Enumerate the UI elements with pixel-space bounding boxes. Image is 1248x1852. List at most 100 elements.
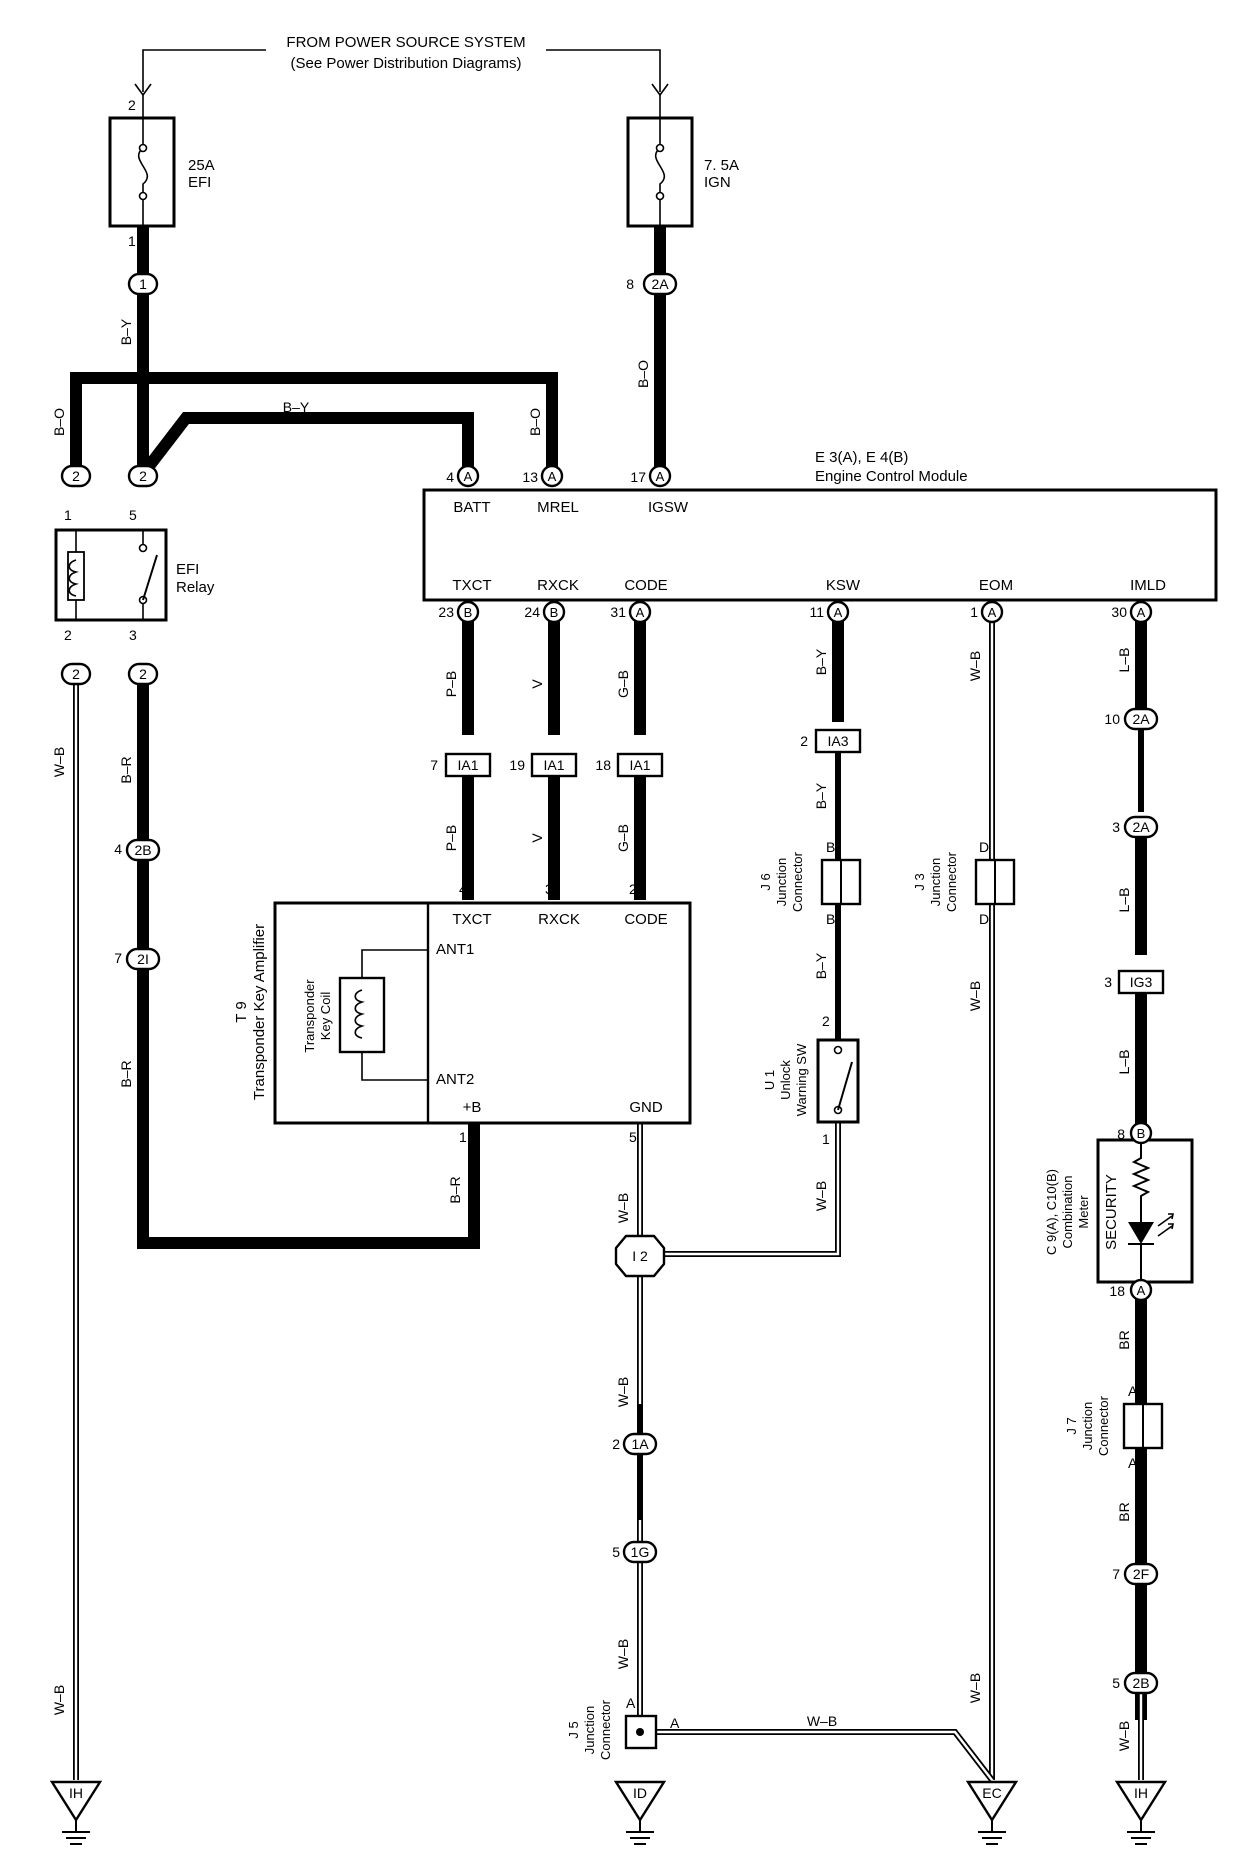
led-icon: [1128, 1222, 1154, 1244]
ecm-term-ksw: KSW: [826, 577, 861, 594]
connector-1g-num: 5: [612, 1544, 620, 1560]
ground-id: ID: [613, 1780, 667, 1845]
amp-code: CODE: [624, 911, 667, 928]
amp-pin-gnd: 5: [629, 1129, 637, 1145]
connector-ia3-id: IA3: [827, 733, 848, 749]
ecm-pin-imld-num: 30: [1111, 604, 1127, 620]
ecm-pin-mrel-conn: A: [548, 469, 557, 484]
fuse-efi-name: EFI: [188, 174, 211, 191]
connector-ig3: 3 IG3: [1104, 969, 1165, 995]
ground-ih-right: IH: [1114, 1780, 1168, 1845]
junction-j3: D D J 3 Junction Connector: [912, 839, 1016, 927]
amp-gnd: GND: [629, 1099, 663, 1116]
ground-id-label: ID: [633, 1785, 647, 1801]
wire-label-wb-mid2: W–B: [615, 1639, 631, 1669]
connector-meter-a-num: 18: [1109, 1283, 1125, 1299]
connector-relay-out-left: 2: [60, 662, 92, 686]
connector-2i: 7 2I: [114, 947, 161, 971]
relay-pin-2: 2: [64, 627, 72, 643]
wire-label-bo2: B–O: [527, 408, 543, 436]
ecm-pin-rxck-conn: B: [550, 605, 559, 620]
ecm-pin-batt: 4 A: [446, 464, 480, 488]
connector-2a-r1-id: 2A: [1132, 711, 1150, 727]
wire-label-wb-eom2: W–B: [967, 981, 983, 1011]
amp-rxck: RXCK: [538, 911, 580, 928]
key-coil-icon: [338, 976, 386, 1054]
ground-ih-right-label: IH: [1134, 1785, 1148, 1801]
coil-label-2: Key Coil: [318, 992, 333, 1041]
ground-ec-label: EC: [982, 1785, 1001, 1801]
wire-label-wb-eom1: W–B: [967, 651, 983, 681]
unlock-warning-switch: 2 1 U 1 Unlock Warning SW: [762, 1013, 860, 1147]
connector-2b-id: 2B: [134, 842, 151, 858]
wire-label-v1: V: [529, 679, 545, 689]
amp-b-plus: +B: [463, 1099, 482, 1116]
connector-2a-r2: 3 2A: [1112, 815, 1159, 839]
fuse-efi: 2 25A EFI 1: [108, 95, 215, 249]
combination-meter: SECURITY C 9(A), C10(B) Combination Mete…: [1044, 1138, 1194, 1284]
j3-pin-bottom: D: [979, 911, 989, 927]
j6-pin-bottom: B: [826, 911, 835, 927]
efi-relay: 1 5 EFI Relay 2 3: [54, 507, 215, 643]
ecm-term-code: CODE: [624, 577, 667, 594]
wire-label-by2: B–Y: [283, 399, 310, 415]
wire-label-wb-left2: W–B: [51, 1685, 67, 1715]
connector-2f-id: 2F: [1133, 1566, 1149, 1582]
j6-line2: Connector: [790, 851, 805, 912]
j7-line1: Junction: [1080, 1402, 1095, 1450]
wire-label-wb-right: W–B: [1116, 1721, 1132, 1751]
wire-label-br2: B–R: [118, 1060, 134, 1087]
connector-1-id: 1: [139, 276, 147, 292]
power-source-header: FROM POWER SOURCE SYSTEM (See Power Dist…: [134, 34, 669, 97]
ecm-pin-eom: 1 A: [970, 600, 1004, 624]
meter-line2: Meter: [1076, 1195, 1091, 1229]
connector-2b-right-id: 2B: [1132, 1675, 1149, 1691]
ecm-code: E 3(A), E 4(B): [815, 449, 908, 466]
fuse-efi-box: [108, 116, 176, 228]
connectors: 1 8 2A 2 2 2 2 4 2B 7: [60, 272, 1165, 1695]
j6-code: J 6: [758, 873, 773, 890]
wire-label-br3: B–R: [447, 1176, 463, 1203]
connector-meter-b-id: B: [1137, 1126, 1146, 1141]
j3-code: J 3: [912, 873, 927, 890]
connector-relay-out-left-id: 2: [72, 666, 80, 682]
ecm-pin-rxck-num: 24: [524, 604, 540, 620]
ecm-pin-code: 31 A: [610, 600, 652, 624]
wire-label-lb1: L–B: [1116, 648, 1132, 673]
amp-code-label: T 9: [233, 1001, 250, 1022]
fuse-ign: 7. 5A IGN: [626, 95, 739, 228]
wire-label-by1: B–Y: [118, 318, 134, 345]
j7-line2: Connector: [1096, 1395, 1111, 1456]
connector-2a-r1-num: 10: [1104, 711, 1120, 727]
connector-2b-right-num: 5: [1112, 1675, 1120, 1691]
wire-label-wb-mid1: W–B: [615, 1377, 631, 1407]
junction-j7: A A J 7 Junction Connector: [1064, 1383, 1164, 1471]
ecm-term-imld: IMLD: [1130, 577, 1166, 594]
wire-label-wb-sw: W–B: [813, 1181, 829, 1211]
j6-line1: Junction: [774, 858, 789, 906]
connector-meter-b-num: 8: [1117, 1126, 1125, 1142]
j5-line2: Connector: [598, 1699, 613, 1760]
connector-relay-in-right: 2: [127, 464, 159, 488]
connector-1g-id: 1G: [631, 1544, 650, 1560]
connector-2a-top: 8 2A: [626, 272, 678, 296]
amp-name-label: Transponder Key Amplifier: [251, 924, 268, 1100]
wire-label-br1: B–R: [118, 756, 134, 783]
connector-ia1-txct-num: 7: [430, 757, 438, 773]
amp-pin-code: 2: [629, 881, 637, 897]
connector-ia1-code-id: IA1: [629, 757, 650, 773]
splice-label: I 2: [632, 1248, 648, 1264]
j5-pin-top: A: [626, 1695, 636, 1711]
amplifier-box: [273, 901, 692, 1125]
grounds: IH ID EC IH: [49, 1780, 1168, 1845]
connector-ig3-num: 3: [1104, 974, 1112, 990]
amp-txct: TXCT: [452, 911, 491, 928]
connector-1: 1: [127, 272, 159, 296]
fuse-efi-pin-out: 1: [128, 233, 136, 249]
ecm-pin-txct-num: 23: [438, 604, 454, 620]
j3-pin-top: D: [979, 839, 989, 855]
wire-label-br-r1: BR: [1116, 1330, 1132, 1349]
header-line1: FROM POWER SOURCE SYSTEM: [286, 34, 525, 51]
connector-relay-out-right: 2: [127, 662, 159, 686]
